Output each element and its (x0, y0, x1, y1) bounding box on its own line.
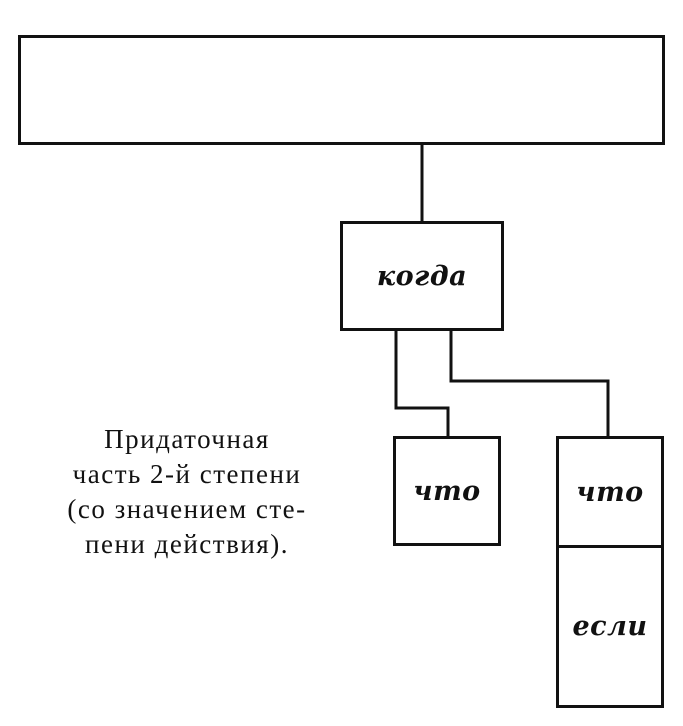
connector-kogda-to-chto-left (394, 329, 450, 438)
conjunction-chto-label: что (576, 476, 644, 508)
subordinate-clause-esli-bottom-box: если (556, 545, 664, 708)
main-clause-box (18, 35, 665, 145)
conjunction-esli-label: если (572, 611, 648, 642)
connector-kogda-to-chto-right (449, 329, 610, 438)
subordinate-clause-chto-box: что (393, 436, 501, 546)
subordinate-clause-chto-esli-top-box: что (556, 436, 664, 548)
conjunction-chto-label: что (413, 475, 481, 507)
second-degree-note: Придаточная часть 2-й степени (со значен… (67, 424, 307, 559)
conjunction-kogda-label: когда (376, 260, 468, 292)
subordinate-clause-kogda-box: когда (340, 221, 504, 331)
